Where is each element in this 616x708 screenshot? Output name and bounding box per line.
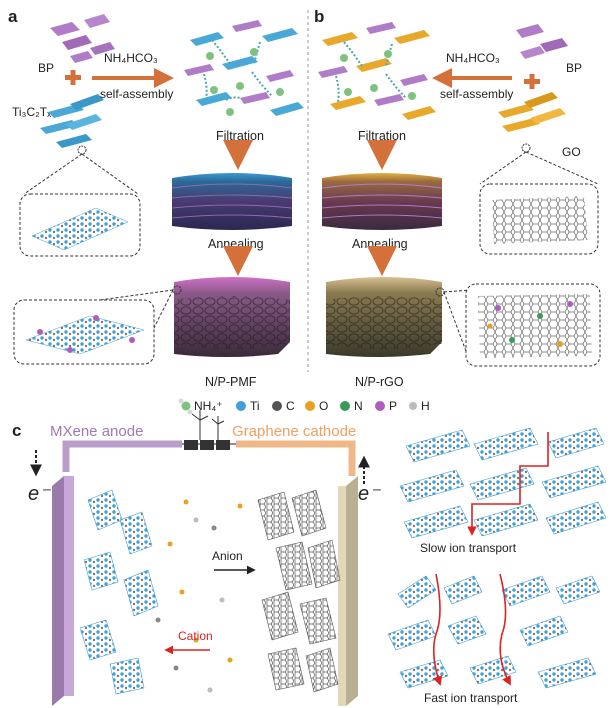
anode-label: MXene anode — [50, 423, 143, 440]
electron-label-right: e⁻ — [358, 483, 381, 505]
slow-transport-label: Slow ion transport — [420, 541, 517, 555]
legend-label-c: C — [286, 399, 295, 413]
graphene-electrode-flakes — [257, 489, 341, 693]
legend: NH₄⁺ Ti C O N P H — [178, 398, 430, 415]
anion-label: Anion — [212, 549, 243, 563]
cathode-label: Graphene cathode — [232, 423, 356, 440]
zoom-line-b3 — [443, 289, 471, 293]
annealing-label-a: Annealing — [208, 237, 264, 251]
anode-wire — [62, 440, 182, 472]
cathode-wire — [236, 440, 356, 476]
panel-b-letter: b — [314, 7, 324, 26]
cathode-current-collector — [338, 476, 358, 706]
anode-current-collector — [52, 476, 74, 706]
process-label-b: self-assembly — [440, 87, 513, 101]
zoom-line-a3 — [99, 289, 174, 301]
legend-label-nh4: NH₄⁺ — [194, 399, 223, 413]
reagent-label-a: NH₄HCO₃ — [104, 51, 158, 65]
filtered-film-a — [171, 173, 293, 230]
go-lattice — [492, 196, 588, 244]
legend-label-n: N — [354, 399, 363, 413]
product-label-b: N/P-rGO — [355, 375, 404, 389]
mxene-label: Ti₃C₂Tₓ — [12, 105, 51, 119]
solar-wind-source-icon — [182, 410, 236, 450]
reagent-label-b: NH₄HCO₃ — [446, 51, 500, 65]
filtration-label-a: Filtration — [216, 129, 264, 143]
dopant-atoms-b — [487, 301, 573, 347]
plus-vertical-a — [70, 70, 76, 85]
electron-label-left: e⁻ — [28, 483, 51, 505]
legend-label-p: P — [389, 399, 397, 413]
mxene-flakes — [40, 94, 104, 148]
filtered-film-b — [321, 173, 443, 230]
plus-vertical-b — [529, 74, 535, 89]
filtration-label-b: Filtration — [358, 129, 406, 143]
bp-flakes-b — [516, 24, 568, 59]
self-assembled-network-a — [184, 20, 304, 116]
go-label: GO — [562, 145, 581, 159]
bp-label-b: BP — [566, 61, 582, 75]
legend-item-o: O — [305, 399, 328, 413]
zoom-line-a2 — [81, 153, 139, 195]
legend-label-ti: Ti — [250, 399, 260, 413]
annealing-label-b: Annealing — [352, 237, 408, 251]
slow-transport-diagram — [399, 427, 607, 539]
panel-a-letter: a — [8, 7, 18, 26]
zoom-marker-b1 — [521, 143, 531, 153]
legend-label-h: H — [421, 399, 430, 413]
porous-film-pmf — [174, 277, 290, 357]
go-flakes — [498, 92, 566, 132]
electrolyte-ions — [155, 499, 243, 693]
legend-item-h: H — [409, 399, 430, 413]
legend-label-o: O — [319, 399, 328, 413]
fast-transport-path-2 — [499, 573, 511, 686]
legend-item-p: P — [375, 399, 397, 413]
legend-item-ti: Ti — [236, 399, 260, 413]
doped-graphene-lattice — [478, 294, 592, 358]
fast-transport-label: Fast ion transport — [424, 691, 518, 705]
porous-film-rgo — [326, 277, 442, 357]
fast-transport-diagram — [387, 575, 601, 689]
process-label-a: self-assembly — [100, 87, 173, 101]
zoom-marker-a1 — [77, 145, 87, 155]
fast-transport-path-1 — [432, 573, 443, 686]
product-label-a: N/P-PMF — [205, 375, 257, 389]
p-dopant-atoms-a — [37, 315, 135, 353]
zoom-line-b1 — [479, 151, 527, 185]
slow-transport-path — [467, 432, 549, 536]
legend-item-nh4: NH₄⁺ — [178, 398, 223, 415]
zoom-line-b2 — [525, 151, 599, 185]
zoom-line-a1 — [23, 153, 83, 195]
mxene-electrode-flakes — [79, 489, 159, 695]
mxene-lattice — [31, 207, 129, 251]
doped-mxene-lattice — [25, 315, 145, 355]
self-assembled-network-b — [318, 22, 436, 120]
panel-c-letter: c — [12, 421, 21, 440]
legend-item-n: N — [340, 399, 363, 413]
bp-label-a: BP — [38, 61, 54, 75]
legend-item-c: C — [272, 399, 295, 413]
bp-flakes-a — [50, 14, 115, 63]
cation-label: Cation — [178, 629, 213, 643]
